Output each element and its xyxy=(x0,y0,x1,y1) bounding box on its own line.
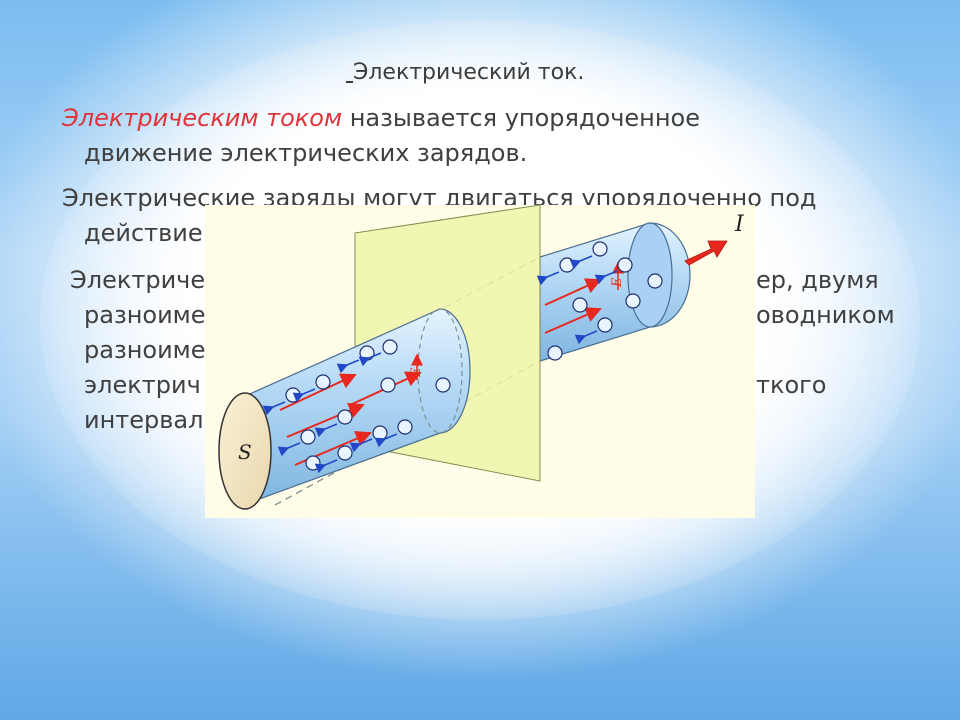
electron xyxy=(435,377,451,393)
electron xyxy=(337,409,353,425)
para3-line-2-right: оводником xyxy=(756,301,895,329)
conductor-illustration: S E E xyxy=(218,204,745,510)
para3-line-4-left: электрич xyxy=(84,371,201,399)
definition-rest: называется упорядоченное xyxy=(342,104,700,132)
slide-title: Электрический ток. xyxy=(353,60,585,85)
electron xyxy=(300,429,316,445)
electron xyxy=(315,374,331,390)
electron xyxy=(547,345,563,361)
current-arrow-5 xyxy=(544,278,602,306)
electron-drift-arrow xyxy=(336,359,360,374)
electron xyxy=(372,425,388,441)
para3-line-3-left: разноиме xyxy=(84,336,206,364)
electron xyxy=(572,297,588,313)
electron xyxy=(592,241,608,257)
electron xyxy=(397,419,413,435)
electron-drift-arrow xyxy=(569,255,593,270)
electron-drift-arrow xyxy=(358,352,382,367)
para3-line-4-right: ткого xyxy=(756,371,827,399)
electron xyxy=(285,387,301,403)
electron-drift-arrow xyxy=(314,423,338,438)
electron-drift-arrow xyxy=(292,388,316,403)
current-direction-arrow xyxy=(684,240,728,266)
conductor-figure: S E E xyxy=(205,204,755,518)
cross-section-label: S xyxy=(238,440,252,464)
electron-drift-arrow xyxy=(594,270,618,285)
definition-term: Электрическим током xyxy=(62,104,343,132)
electron-drift-arrow xyxy=(277,442,301,457)
conductor-far-end xyxy=(627,222,673,328)
electron xyxy=(380,377,396,393)
para3-line-5-left: интервал xyxy=(84,406,204,434)
electron xyxy=(359,345,375,361)
current-arrow-1 xyxy=(279,373,357,411)
electron xyxy=(597,317,613,333)
electron-drift-arrow xyxy=(314,459,338,474)
definition-line-2: движение электрических зарядов. xyxy=(84,139,528,167)
electron-drift-arrow xyxy=(536,271,560,286)
para3-line-2-left: разноиме xyxy=(84,301,206,329)
para2-line-2: действие xyxy=(84,219,203,247)
electron-drift-arrow xyxy=(374,433,398,448)
electron xyxy=(382,339,398,355)
cross-section-cap xyxy=(218,392,272,510)
current-arrow-6 xyxy=(544,307,602,334)
field-label-far: E xyxy=(610,277,625,288)
electrons-far xyxy=(547,241,663,361)
electron xyxy=(337,445,353,461)
electron xyxy=(305,455,321,471)
para3-line-1-right: ер, двумя xyxy=(756,266,879,294)
electron xyxy=(625,293,641,309)
field-label-near: E xyxy=(409,367,424,378)
definition-line-1: Электрическим током называется упорядоче… xyxy=(62,101,700,135)
electron xyxy=(617,257,633,273)
para3-line-1-left: Электриче xyxy=(70,266,206,294)
electron-drift-arrow xyxy=(262,401,286,416)
electron-drift-arrow xyxy=(574,330,598,345)
electron xyxy=(647,273,663,289)
current-arrow-2 xyxy=(286,403,365,438)
electron-drift-arrow xyxy=(349,438,373,453)
electron xyxy=(559,257,575,273)
current-label: I xyxy=(734,212,745,237)
